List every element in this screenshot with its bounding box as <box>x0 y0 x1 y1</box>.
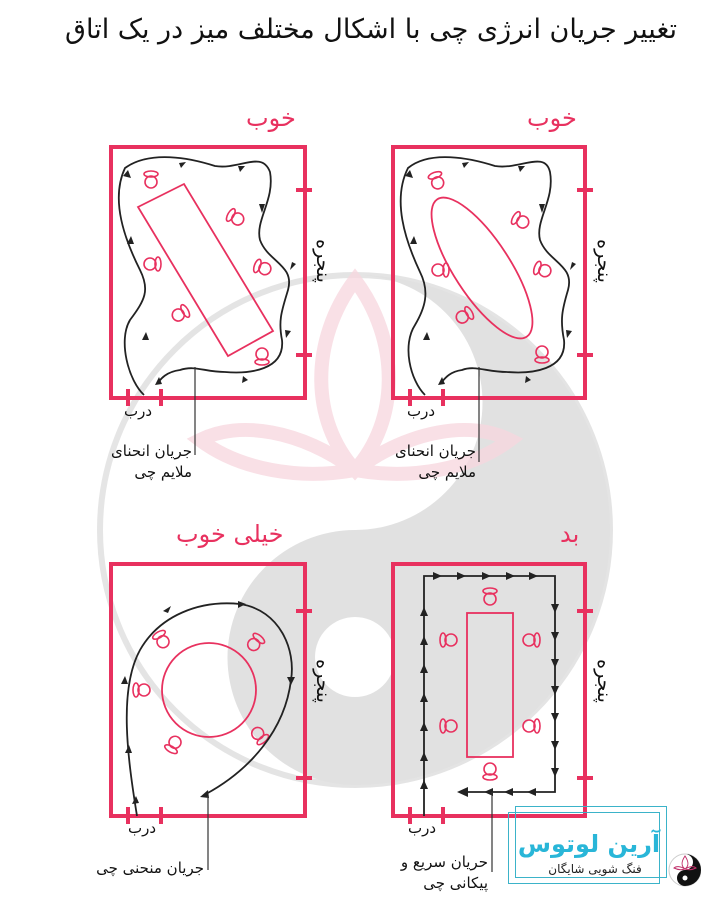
verdict-label-top-left: خوب <box>246 104 296 132</box>
door-label-top-left: درب <box>124 402 153 420</box>
table-rectangle <box>136 182 275 358</box>
page-title: تغییر جریان انرژی چی با اشکال مختلف میز … <box>65 14 677 45</box>
room-oval <box>391 145 593 462</box>
flow-label-bottom-left: جریان منحنی چی <box>96 859 204 877</box>
chi-flow-path <box>117 156 291 396</box>
table-round <box>161 642 257 738</box>
room-round <box>109 562 312 870</box>
yin-yang-watermark-icon <box>97 268 613 788</box>
flow-label-top-right: جریان انحنای ملایم چی <box>376 441 476 483</box>
verdict-label-bottom-left: خیلی خوب <box>176 520 284 548</box>
door-label-top-right: درب <box>407 402 436 420</box>
room-rectangle-diagonal <box>109 145 312 455</box>
logo-subtitle: فنگ شویی شایگان <box>548 862 642 876</box>
verdict-label-bottom-right: بد <box>560 520 580 548</box>
logo-frame <box>508 812 660 884</box>
flow-label-line1: جریان انحنای <box>111 442 192 460</box>
window-label-top-right: پنجره <box>592 239 615 283</box>
flow-label-line2: پیکانی چی <box>423 874 488 892</box>
flow-label-line2: ملایم چی <box>134 463 192 481</box>
window-label-bottom-right: پنجره <box>592 659 615 703</box>
window-label-top-left: پنجره <box>311 239 334 283</box>
table-rectangle-straight <box>466 612 514 758</box>
window-label-bottom-left: پنجره <box>311 659 334 703</box>
flow-label-line1: حریان سریع و <box>400 853 488 871</box>
door-label-bottom-right: درب <box>408 819 437 837</box>
flow-label-line2: ملایم چی <box>418 463 476 481</box>
flow-label-top-left: جریان انحنای ملایم چی <box>88 441 192 483</box>
verdict-label-top-right: خوب <box>527 104 577 132</box>
logo-name: آرین لوتوس <box>517 830 661 858</box>
table-oval <box>430 196 534 340</box>
flow-label-bottom-right: حریان سریع و پیکانی چی <box>384 852 488 894</box>
logo-frame-back <box>515 806 667 878</box>
flow-label-line1: جریان انحنای <box>395 442 476 460</box>
yin-yang-lotus-icon <box>668 853 701 887</box>
door-label-bottom-left: درب <box>128 819 157 837</box>
room-rectangle-straight <box>391 562 593 872</box>
